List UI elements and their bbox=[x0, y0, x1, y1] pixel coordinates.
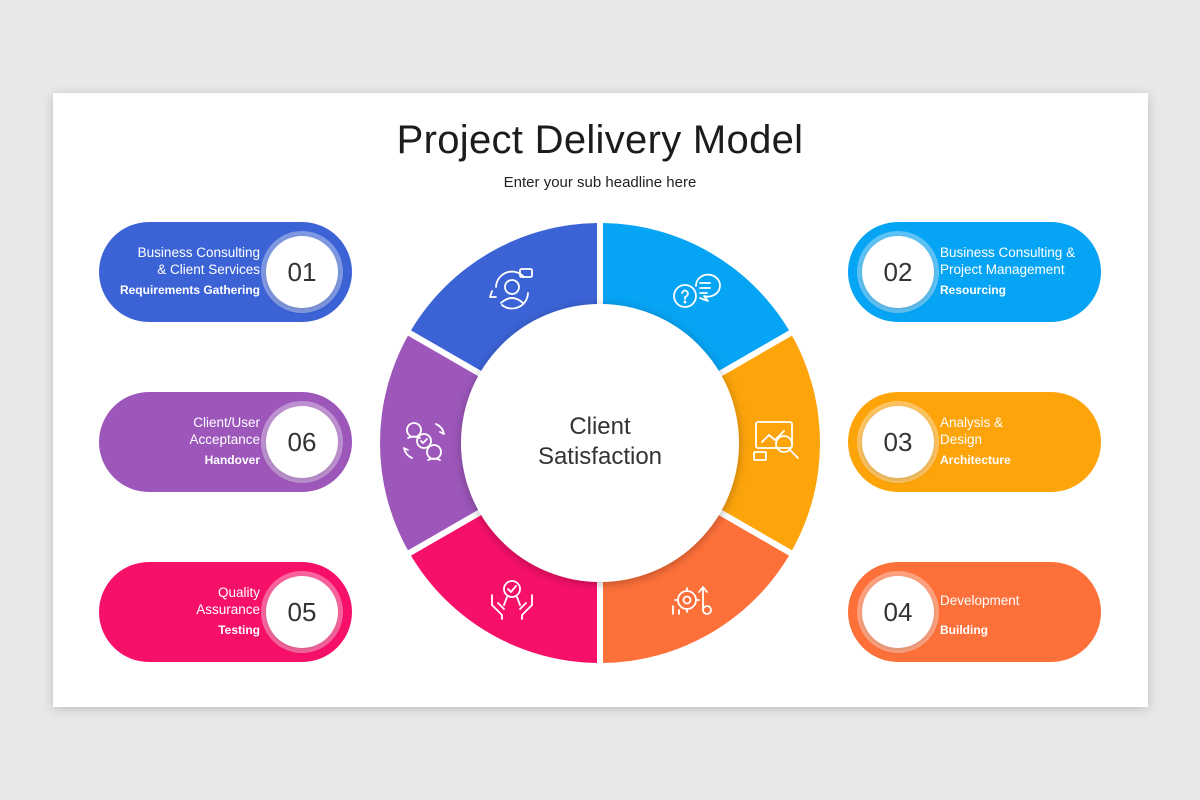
center-label-line2: Satisfaction bbox=[537, 443, 663, 470]
step-05-number: 05 bbox=[266, 576, 338, 648]
step-02-number: 02 bbox=[862, 236, 934, 308]
step-04-title: Development bbox=[940, 593, 1020, 608]
step-01-number: 01 bbox=[266, 236, 338, 308]
step-03-number: 03 bbox=[862, 406, 934, 478]
wheel-segment-04 bbox=[602, 511, 790, 663]
page-subtitle: Enter your sub headline here bbox=[503, 174, 697, 191]
step-01-title: Business Consulting & Client Services bbox=[137, 245, 260, 277]
step-card-01: Business Consulting & Client Services Re… bbox=[99, 222, 352, 322]
step-06-subtitle: Handover bbox=[204, 453, 260, 467]
development-gear-icon bbox=[672, 586, 712, 615]
step-06-title: Client/User Acceptance bbox=[189, 415, 260, 447]
wheel-segment-06 bbox=[379, 335, 485, 551]
step-card-04: 04 Development Building bbox=[848, 562, 1101, 662]
chat-question-icon bbox=[673, 273, 721, 308]
center-label: Client Satisfaction bbox=[476, 412, 724, 472]
wheel-segment-03 bbox=[715, 335, 820, 551]
step-04-number: 04 bbox=[862, 576, 934, 648]
quality-hands-icon bbox=[491, 580, 533, 620]
step-04-subtitle: Building bbox=[940, 623, 988, 637]
step-05-subtitle: Testing bbox=[218, 623, 260, 637]
step-02-title: Business Consulting & Project Management bbox=[940, 245, 1076, 277]
support-agent-icon bbox=[489, 268, 533, 310]
step-05-title: Quality Assurance bbox=[196, 585, 260, 617]
user-exchange-icon bbox=[403, 422, 445, 461]
step-card-03: 03 Analysis & Design Architecture bbox=[848, 392, 1101, 492]
step-card-06: Client/User Acceptance Handover 06 bbox=[99, 392, 352, 492]
page-title: Project Delivery Model bbox=[396, 118, 804, 162]
wheel-segment-01 bbox=[410, 223, 598, 375]
step-card-05: Quality Assurance Testing 05 bbox=[99, 562, 352, 662]
center-label-line1: Client bbox=[569, 413, 631, 440]
step-03-subtitle: Architecture bbox=[940, 453, 1011, 467]
step-06-number: 06 bbox=[266, 406, 338, 478]
analysis-board-icon bbox=[753, 421, 799, 461]
step-02-subtitle: Resourcing bbox=[940, 283, 1007, 297]
center-disc bbox=[461, 304, 739, 582]
step-03-title: Analysis & Design bbox=[940, 415, 1004, 447]
step-01-subtitle: Requirements Gathering bbox=[119, 283, 260, 297]
step-card-02: 02 Business Consulting & Project Managem… bbox=[848, 222, 1101, 322]
